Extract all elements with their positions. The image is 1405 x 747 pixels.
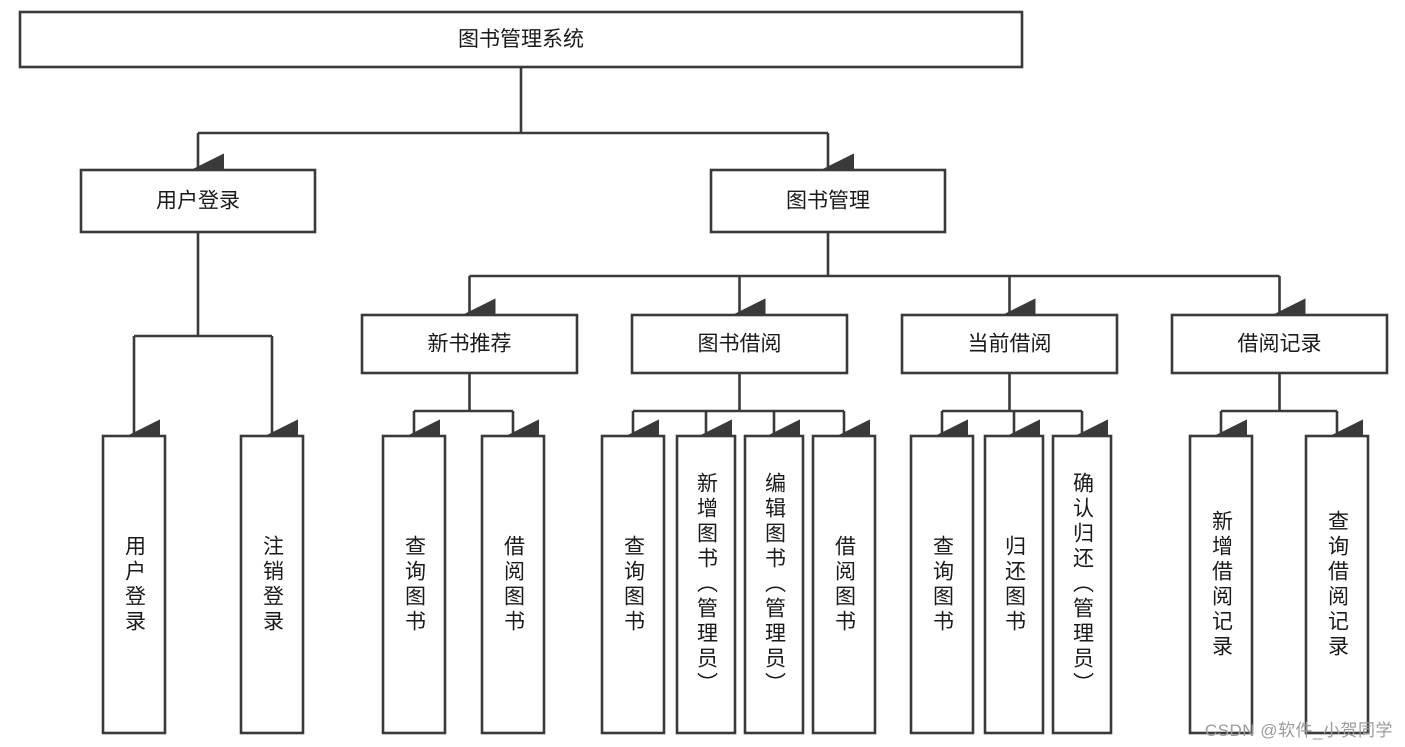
leaf-box-6[interactable] xyxy=(743,434,805,735)
leaf-box-4[interactable] xyxy=(600,434,666,735)
leaf-box-8[interactable] xyxy=(909,434,975,735)
level3-box-3[interactable] xyxy=(1170,313,1389,375)
root-label-0: 图书管理系统 xyxy=(458,28,584,51)
leaf-box-9[interactable] xyxy=(983,434,1045,735)
level2-label-1: 图书管理 xyxy=(786,190,870,213)
level3-label-1: 图书借阅 xyxy=(698,333,782,356)
level2-box-0[interactable] xyxy=(79,168,317,234)
leaf-box-10[interactable] xyxy=(1051,434,1113,735)
level2-box-1[interactable] xyxy=(709,168,947,234)
leaf-box-7[interactable] xyxy=(811,434,877,735)
leaf-box-5[interactable] xyxy=(675,434,737,735)
node-boxes xyxy=(18,10,1389,735)
level3-label-0: 新书推荐 xyxy=(428,333,512,356)
leaf-box-11[interactable] xyxy=(1188,434,1254,735)
level2-label-0: 用户登录 xyxy=(156,190,240,213)
level3-box-2[interactable] xyxy=(900,313,1119,375)
leaf-box-0[interactable] xyxy=(101,434,167,735)
level3-label-2: 当前借阅 xyxy=(968,333,1052,356)
level3-box-1[interactable] xyxy=(630,313,849,375)
leaf-box-3[interactable] xyxy=(480,434,546,735)
root-box-0[interactable] xyxy=(18,10,1024,69)
leaf-box-12[interactable] xyxy=(1304,434,1370,735)
leaf-box-1[interactable] xyxy=(239,434,305,735)
leaf-box-2[interactable] xyxy=(381,434,447,735)
connector-lines xyxy=(128,67,1363,451)
level3-box-0[interactable] xyxy=(360,313,579,375)
level3-label-3: 借阅记录 xyxy=(1238,333,1322,356)
